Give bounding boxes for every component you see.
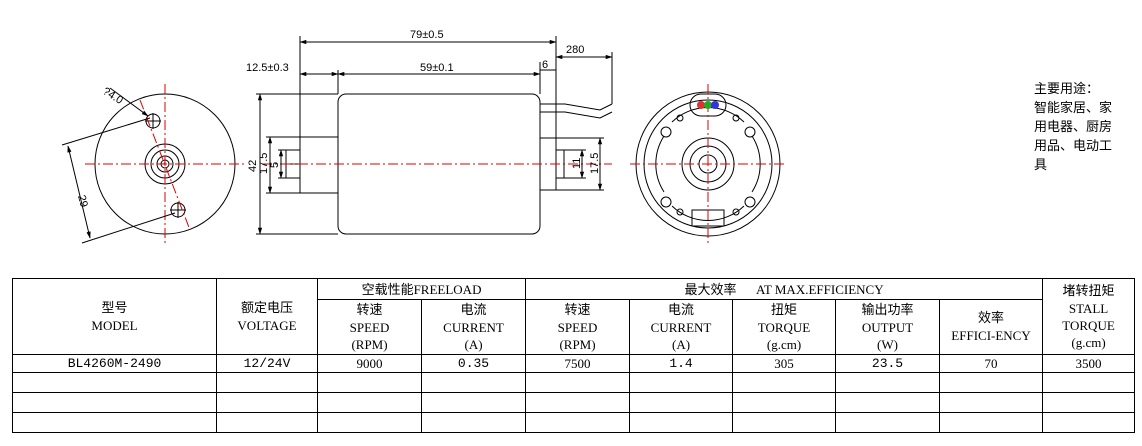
- header-me-output: 输出功率 OUTPUT (W): [835, 299, 941, 355]
- table-row-empty: [12, 372, 1136, 393]
- dim-total-length: 79±0.5: [410, 29, 444, 41]
- hole-pitch-label: 29: [75, 194, 90, 209]
- dim-body-dia: 42: [247, 160, 259, 172]
- applications-line: 用电器、厨房: [1034, 120, 1113, 135]
- header-model: 型号 MODEL: [12, 278, 217, 355]
- cell-model: BL4260M-2490: [12, 354, 217, 373]
- wire-blue: [711, 101, 719, 109]
- rear-hole-4: [744, 196, 756, 208]
- header-fl-current: 电流 CURRENT (A): [420, 299, 527, 355]
- header-me-efficiency: 效率 EFFICI-ENCY: [939, 299, 1044, 355]
- cell-fl-current: 0.35: [420, 354, 527, 373]
- side-view: [256, 36, 613, 235]
- cell-me-efficiency: 70: [939, 354, 1044, 373]
- rear-hole-2: [744, 126, 756, 138]
- header-me-torque: 扭矩 TORQUE (g.cm): [732, 299, 837, 355]
- applications-line: 智能家居、家: [1034, 101, 1113, 116]
- rear-hole-1: [660, 126, 672, 138]
- hole-dia-label: ?4.0: [100, 85, 125, 107]
- front-flange: [299, 136, 339, 194]
- cell-fl-speed: 9000: [317, 354, 422, 373]
- cell-me-speed: 7500: [525, 354, 631, 373]
- dim-rear-dia-2: 17.5: [589, 153, 601, 174]
- cell-stall: 3500: [1042, 354, 1136, 373]
- lead-wire-dots: [697, 101, 719, 109]
- cell-me-current: 1.4: [629, 354, 734, 373]
- applications-note: 主要用途： 智能家居、家 用电器、厨房 用品、电动工 具: [1034, 80, 1138, 175]
- applications-line: 具: [1034, 158, 1048, 173]
- dim-body-length: 59±0.1: [420, 62, 454, 74]
- cell-me-torque: 305: [732, 354, 837, 373]
- wire-red: [697, 101, 705, 109]
- table-row: BL4260M-2490 12/24V 9000 0.35 7500 1.4 3…: [12, 354, 1136, 373]
- header-stall-torque: 堵转扭矩 STALL TORQUE (g.cm): [1042, 278, 1136, 355]
- table-row-empty: [12, 392, 1136, 413]
- cell-me-output: 23.5: [835, 354, 941, 373]
- header-me-speed: 转速 SPEED (RPM): [525, 299, 631, 355]
- wire-green: [704, 101, 712, 109]
- applications-line: 用品、电动工: [1034, 139, 1113, 154]
- dim-lead-length: 280: [566, 44, 584, 56]
- dim-flange-dia: 17.5: [258, 153, 270, 174]
- spec-table: 型号 MODEL 额定电压 VOLTAGE 空载性能FREELOAD 最大效率 …: [12, 278, 1136, 433]
- header-freeload: 空载性能FREELOAD: [316, 278, 527, 300]
- rear-hole-3: [660, 196, 672, 208]
- dim-rear-boss: 6: [542, 59, 548, 71]
- rear-view: [630, 84, 786, 246]
- table-row-empty: [12, 412, 1136, 433]
- header-fl-speed: 转速 SPEED (RPM): [317, 299, 422, 355]
- cell-voltage: 12/24V: [216, 354, 318, 373]
- header-voltage: 额定电压 VOLTAGE: [216, 278, 318, 355]
- header-me-current: 电流 CURRENT (A): [629, 299, 734, 355]
- motor-drawing: ?4.0 29: [61, 29, 786, 246]
- header-max-efficiency: 最大效率 AT MAX.EFFICIENCY: [525, 278, 1044, 300]
- front-view-left: [61, 84, 245, 246]
- dim-rear-dia-1: 11: [571, 158, 583, 169]
- dim-shaft-dia: 5: [269, 162, 281, 168]
- applications-title: 主要用途：: [1034, 82, 1100, 97]
- dim-shaft-ext: 12.5±0.3: [246, 62, 289, 74]
